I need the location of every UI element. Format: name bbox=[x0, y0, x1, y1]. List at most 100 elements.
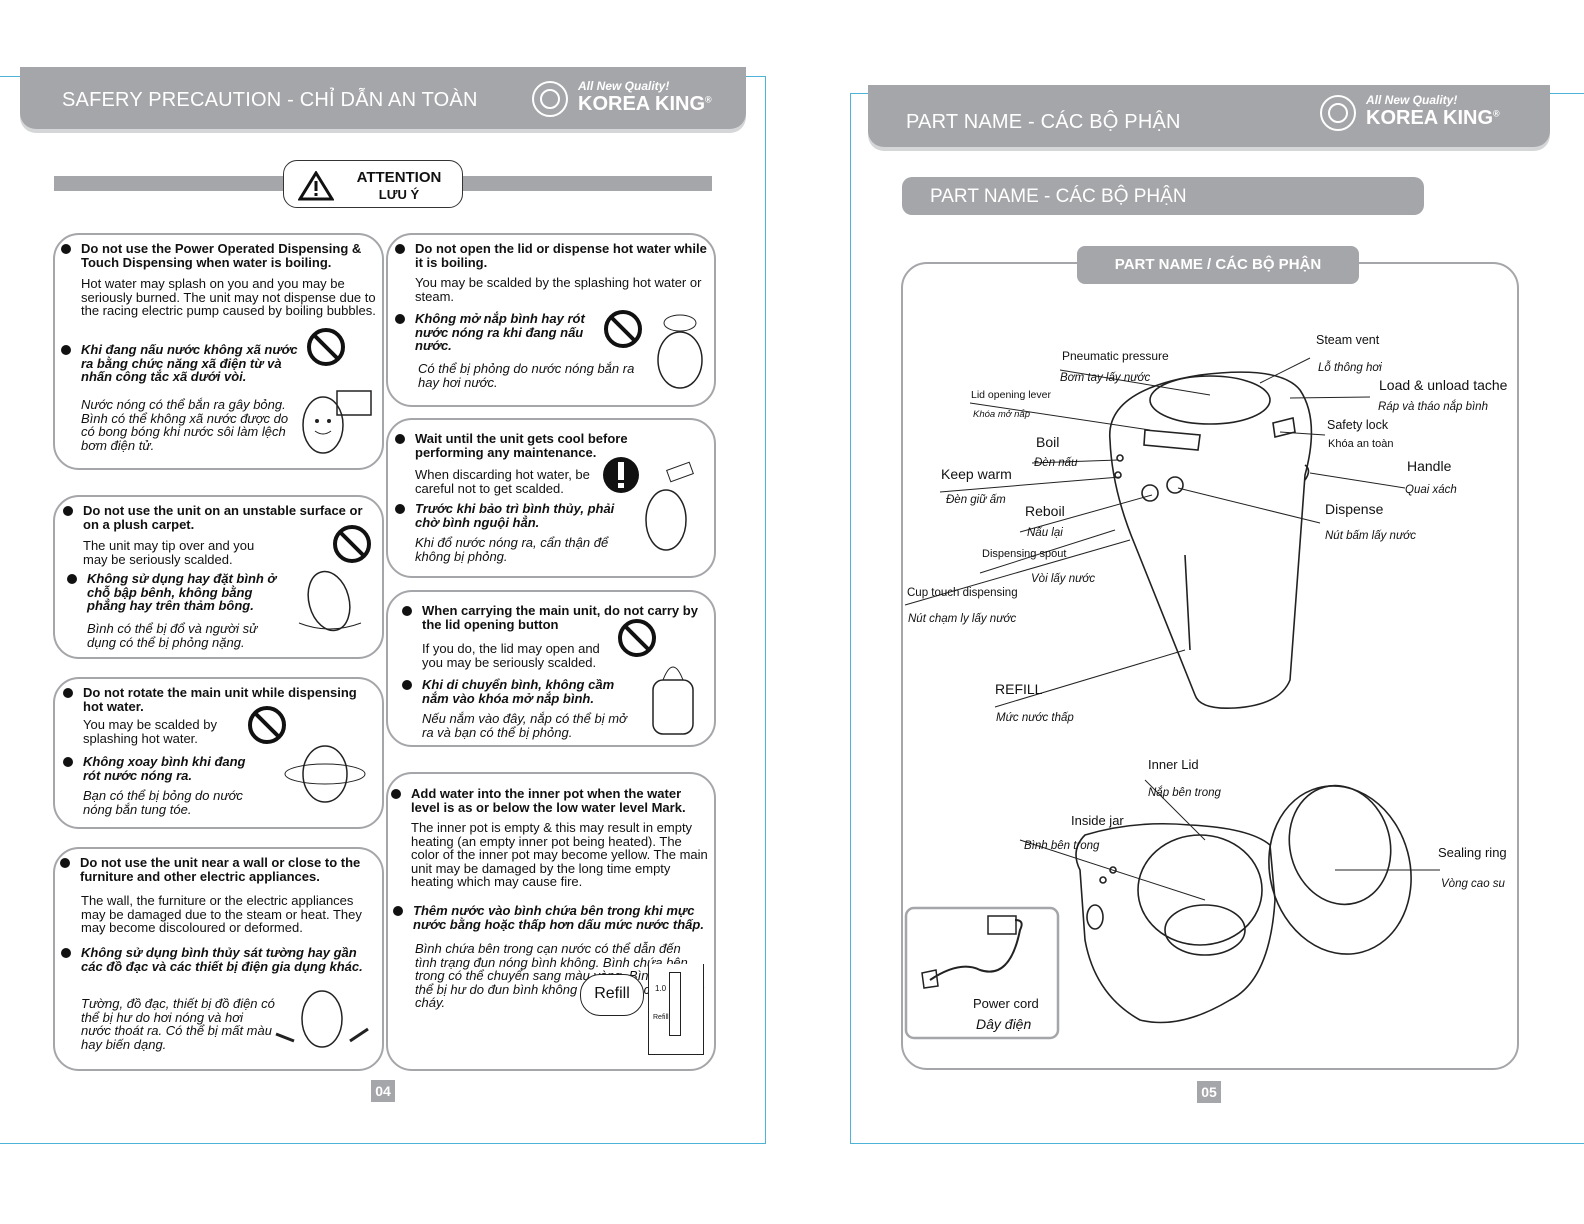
warning-box-maintenance: Wait until the unit gets cool before per… bbox=[386, 418, 716, 578]
part-label-vi: Bơm tay lấy nước bbox=[1060, 372, 1151, 384]
part-label-en: Dispensing spout bbox=[982, 548, 1067, 560]
right-header-bar: PART NAME - CÁC BỘ PHẬN All New Quality!… bbox=[868, 85, 1550, 147]
parts-panel-tab-label: PART NAME / CÁC BỘ PHẬN bbox=[1114, 256, 1322, 273]
warning-vi-heading: Khi đang nấu nước không xã nước ra bằng … bbox=[61, 343, 301, 384]
part-label-en: Safety lock bbox=[1327, 418, 1389, 432]
warning-vi-heading: Không sử dụng hay đặt bình ở chỗ bập bên… bbox=[67, 572, 287, 613]
warning-heading: Do not use the unit near a wall or close… bbox=[60, 856, 375, 883]
warning-body: The inner pot is empty & this may result… bbox=[411, 820, 708, 889]
brand-seal-icon bbox=[532, 81, 568, 117]
part-label-vi: Nấu lại bbox=[1027, 527, 1063, 539]
part-label-en: Sealing ring bbox=[1438, 845, 1507, 860]
warning-box-near-wall: Do not use the unit near a wall or close… bbox=[53, 847, 384, 1071]
part-label-vi: Vòi lấy nước bbox=[1031, 573, 1096, 585]
page-number-right: 05 bbox=[1197, 1081, 1221, 1103]
rotating-kettle-icon bbox=[284, 745, 366, 803]
right-brand-logo: All New Quality! KOREA KING® bbox=[1320, 93, 1530, 133]
warning-heading: When carrying the main unit, do not carr… bbox=[402, 604, 707, 631]
part-label-vi: Ráp và tháo nắp bình bbox=[1378, 401, 1488, 413]
warning-vi-heading: Không sử dụng bình thủy sát tường hay gầ… bbox=[61, 946, 379, 973]
warning-heading: Do not use the unit on an unstable surfa… bbox=[63, 504, 373, 531]
warning-box-open-lid: Do not open the lid or dispense hot wate… bbox=[386, 233, 716, 407]
kettle-open-lid-icon bbox=[657, 314, 703, 389]
kettle-near-wall-icon bbox=[275, 990, 369, 1048]
warning-triangle-icon bbox=[298, 171, 334, 201]
part-label-vi: Lỗ thông hơi bbox=[1318, 362, 1382, 374]
prohibited-hand-icon bbox=[604, 310, 642, 348]
kettle-character-icon bbox=[302, 390, 372, 454]
gauge-label: Refill bbox=[653, 1014, 669, 1021]
warning-body: The wall, the furniture or the electric … bbox=[81, 893, 362, 935]
part-label-en: Power cord bbox=[973, 996, 1039, 1011]
part-label-en: REFILL bbox=[995, 681, 1043, 697]
warning-vi-body: Nước nóng có thể bắn ra gây bỏng. Bình c… bbox=[81, 397, 289, 453]
brand-seal-icon bbox=[1320, 95, 1356, 131]
warning-body: You may be scalded by splashing hot wate… bbox=[83, 717, 217, 746]
warning-vi-heading: Trước khi bảo trì bình thủy, phải chờ bì… bbox=[395, 502, 615, 529]
exclamation-icon bbox=[603, 457, 639, 493]
warning-vi-heading: Không xoay bình khi đang rót nước nóng r… bbox=[63, 755, 263, 782]
brand-name: KOREA KING® bbox=[1366, 107, 1500, 129]
brand-tagline: All New Quality! bbox=[1366, 93, 1458, 107]
parts-panel-tab: PART NAME / CÁC BỘ PHẬN bbox=[1077, 246, 1359, 284]
prohibited-icon bbox=[248, 706, 286, 744]
warning-body: You may be scalded by the splashing hot … bbox=[415, 275, 702, 304]
part-label-en: Steam vent bbox=[1316, 333, 1380, 347]
warning-vi-body: Bình chứa bên trong cạn nước có thể dẫn … bbox=[415, 941, 704, 1010]
gauge-tube bbox=[669, 972, 681, 1036]
warning-heading: Do not use the Power Operated Dispensing… bbox=[61, 242, 376, 269]
part-label-en: Inner Lid bbox=[1148, 757, 1199, 772]
water-gauge: 1.0 Refill bbox=[648, 964, 704, 1055]
prohibited-icon bbox=[333, 525, 371, 563]
kettle-parts-diagram bbox=[904, 357, 1440, 1040]
warning-vi-body: Tường, đồ đạc, thiết bị đồ điện có thể b… bbox=[81, 996, 275, 1052]
left-header-bar: SAFERY PRECAUTION - CHỈ DẪN AN TOÀN All … bbox=[20, 67, 746, 129]
warning-body: The unit may tip over and you may be ser… bbox=[83, 538, 255, 567]
warning-vi-heading: Không mở nắp bình hay rót nước nóng ra k… bbox=[395, 312, 600, 353]
right-header-title: PART NAME - CÁC BỘ PHẬN bbox=[906, 111, 1181, 133]
warning-vi-body: Khi đổ nước nóng ra, cẩn thận để không b… bbox=[415, 535, 609, 564]
attention-title: ATTENTION bbox=[356, 169, 442, 186]
part-label-en: Boil bbox=[1036, 434, 1060, 450]
part-label-vi: Khóa mở nắp bbox=[973, 409, 1030, 420]
left-brand-logo: All New Quality! KOREA KING® bbox=[532, 79, 742, 119]
power-cord-inset bbox=[904, 906, 1060, 1040]
prohibited-icon bbox=[307, 328, 345, 366]
part-label-vi: Đèn nấu bbox=[1034, 457, 1078, 469]
warning-box-boiling-dispense: Do not use the Power Operated Dispensing… bbox=[53, 233, 384, 470]
warning-heading: Add water into the inner pot when the wa… bbox=[391, 787, 711, 814]
part-label-vi: Khóa an toàn bbox=[1328, 438, 1394, 450]
part-label-en: Handle bbox=[1407, 458, 1452, 474]
carry-kettle-icon bbox=[652, 666, 694, 735]
part-label-vi: Dây điện bbox=[976, 1016, 1032, 1032]
part-label-en: Dispense bbox=[1325, 501, 1384, 517]
part-label-vi: Quai xách bbox=[1405, 484, 1457, 496]
warning-box-rotate: Do not rotate the main unit while dispen… bbox=[53, 677, 384, 829]
part-label-en: Inside jar bbox=[1071, 813, 1124, 828]
warning-box-carrying: When carrying the main unit, do not carr… bbox=[386, 590, 716, 747]
warning-body: If you do, the lid may open and you may … bbox=[422, 641, 600, 670]
part-label-vi: Nắp bên trong bbox=[1148, 787, 1221, 799]
page-number-left: 04 bbox=[371, 1080, 395, 1102]
warning-vi-heading: Khi di chuyển bình, không cầm nắm vào kh… bbox=[402, 678, 627, 705]
attention-subtitle: LƯU Ý bbox=[378, 187, 420, 202]
refill-callout: Refill bbox=[580, 974, 644, 1016]
warning-vi-body: Có thể bị phỏng do nước nóng bắn ra hay … bbox=[418, 361, 635, 390]
warning-box-unstable-surface: Do not use the unit on an unstable surfa… bbox=[53, 495, 384, 659]
warning-body: Hot water may splash on you and you may … bbox=[81, 276, 376, 318]
part-label-en: Cup touch dispensing bbox=[907, 587, 1018, 599]
part-label-en: Pneumatic pressure bbox=[1062, 349, 1169, 363]
warning-vi-body: Nếu nắm vào đây, nắp có thể bị mở ra và … bbox=[422, 711, 627, 740]
warning-vi-body: Bạn có thể bị bỏng do nước nóng bắn tung… bbox=[83, 788, 243, 817]
warning-heading: Wait until the unit gets cool before per… bbox=[395, 432, 695, 459]
part-label-vi: Mức nước thấp bbox=[996, 712, 1074, 724]
part-label-en: Load & unload tache bbox=[1379, 377, 1508, 393]
tipping-kettle-icon bbox=[298, 570, 362, 632]
warning-box-refill: Add water into the inner pot when the wa… bbox=[386, 772, 716, 1071]
warning-heading: Do not rotate the main unit while dispen… bbox=[63, 686, 378, 713]
part-label-vi: Nút chạm ly lấy nước bbox=[908, 613, 1017, 625]
part-label-vi: Đèn giữ ấm bbox=[946, 494, 1006, 506]
warning-heading: Do not open the lid or dispense hot wate… bbox=[395, 242, 710, 269]
left-header-title: SAFERY PRECAUTION - CHỈ DẪN AN TOÀN bbox=[62, 89, 478, 111]
prohibited-hand-icon bbox=[618, 619, 656, 657]
